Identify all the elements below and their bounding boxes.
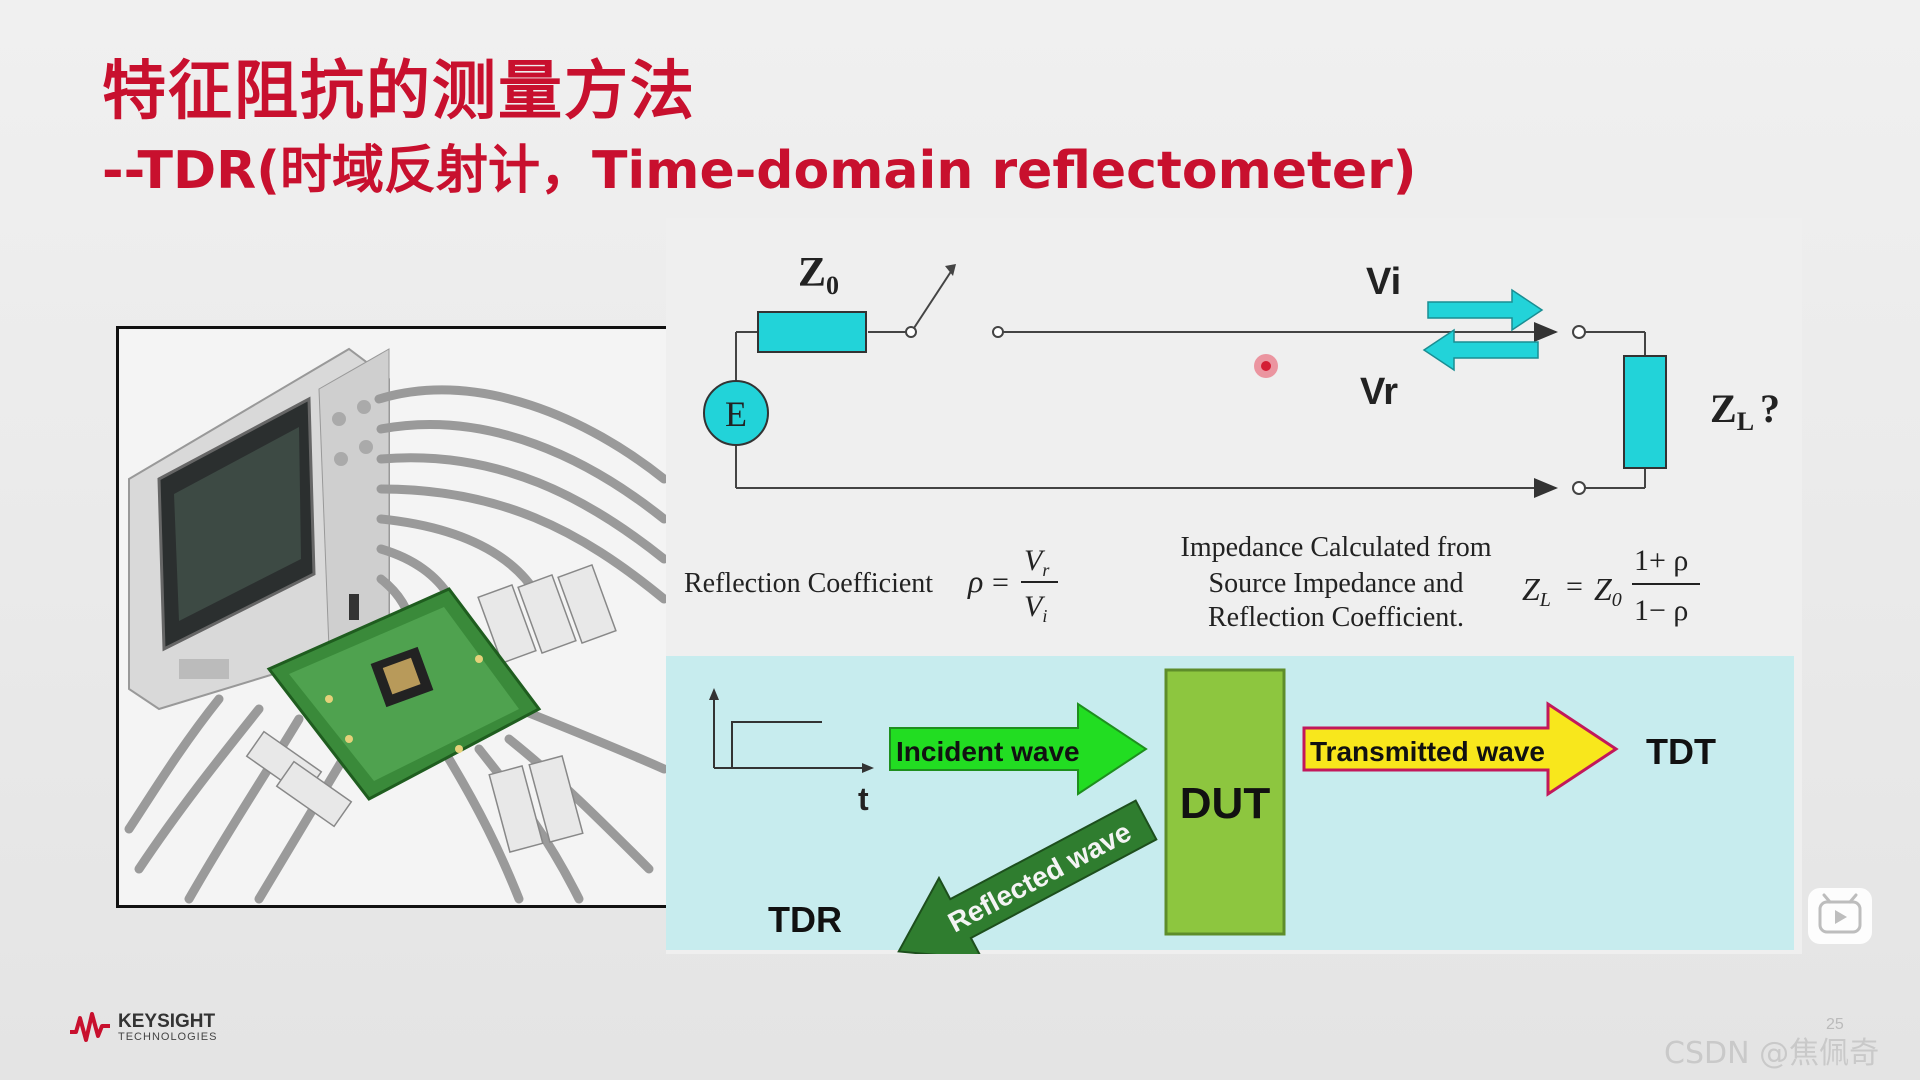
step-waveform xyxy=(731,721,822,768)
impedance-text-line3: Reflection Coefficient. xyxy=(1208,602,1464,633)
incident-wave-label: Incident wave xyxy=(896,736,1080,767)
zl-formula-lhs: ZL xyxy=(1522,571,1551,611)
zl-label: ZL? xyxy=(1710,386,1780,436)
vi-label: Vi xyxy=(1366,261,1401,303)
slide-subtitle: --TDR(时域反射计，Time-domain reflectometer) xyxy=(102,141,1417,201)
z0-resistor xyxy=(757,311,867,353)
t-axis-label: t xyxy=(858,781,869,817)
brand-name: KEYSIGHT xyxy=(118,1010,216,1032)
zl-numerator: 1+ ρ xyxy=(1634,544,1688,577)
tdr-circuit: Z0 E ZL? Vi Vr xyxy=(703,250,1780,498)
transmitted-wave-label: Transmitted wave xyxy=(1310,736,1545,767)
slide-title: 特征阻抗的测量方法 xyxy=(102,55,696,129)
wave-diagram: t Incident wave DUT Transmitted wave TDT… xyxy=(666,656,1794,954)
impedance-text-line1: Impedance Calculated from xyxy=(1181,532,1492,563)
tdr-label: TDR xyxy=(768,899,842,940)
z0-label: Z0 xyxy=(798,250,839,300)
switch-contact xyxy=(905,326,917,338)
open-switch xyxy=(913,269,953,329)
zl-formula-z0: Z0 xyxy=(1594,571,1622,611)
reflected-wave-arrow xyxy=(897,799,1158,954)
video-play-button[interactable] xyxy=(1808,888,1872,944)
probe-connectors xyxy=(245,563,617,853)
reflection-coefficient-label: Reflection Coefficient xyxy=(684,568,933,599)
svg-text:=: = xyxy=(1566,570,1583,603)
transmitted-wave-arrow xyxy=(1302,701,1619,797)
vr-numerator: Vr xyxy=(1024,544,1050,580)
pcb-board xyxy=(266,587,542,801)
video-play-icon xyxy=(1818,893,1862,934)
keysight-wave-logo-icon xyxy=(70,1012,110,1042)
tdt-label: TDT xyxy=(1646,731,1716,772)
dut-label: DUT xyxy=(1180,779,1271,828)
brand-subtitle: TECHNOLOGIES xyxy=(118,1030,218,1043)
load-impedance xyxy=(1623,355,1667,469)
impedance-text-line2: Source Impedance and xyxy=(1209,568,1464,599)
oscilloscope-image xyxy=(128,347,390,711)
tdr-diagram-panel: Z0 E ZL? Vi Vr xyxy=(666,218,1802,954)
incident-arrow xyxy=(1427,288,1544,332)
reflected-arrow xyxy=(1422,328,1539,372)
voltage-source-label: E xyxy=(725,394,747,434)
formula-row: Reflection Coefficient ρ = Vr Vi Impedan… xyxy=(684,532,1700,633)
zl-denominator: 1− ρ xyxy=(1634,594,1688,627)
vr-label: Vr xyxy=(1360,371,1398,413)
rho-symbol: ρ xyxy=(967,563,983,599)
dut-block xyxy=(1164,668,1286,936)
csdn-watermark: CSDN @焦佩奇 xyxy=(1664,1036,1880,1071)
voltage-source xyxy=(703,380,769,446)
svg-text:=: = xyxy=(992,566,1009,599)
incident-wave-arrow xyxy=(889,702,1148,796)
brand-logo: KEYSIGHT TECHNOLOGIES xyxy=(68,1010,217,1044)
tdr-equipment-photo xyxy=(116,326,670,908)
page-number: 25 xyxy=(1826,1016,1844,1033)
vi-denominator: Vi xyxy=(1024,590,1047,626)
